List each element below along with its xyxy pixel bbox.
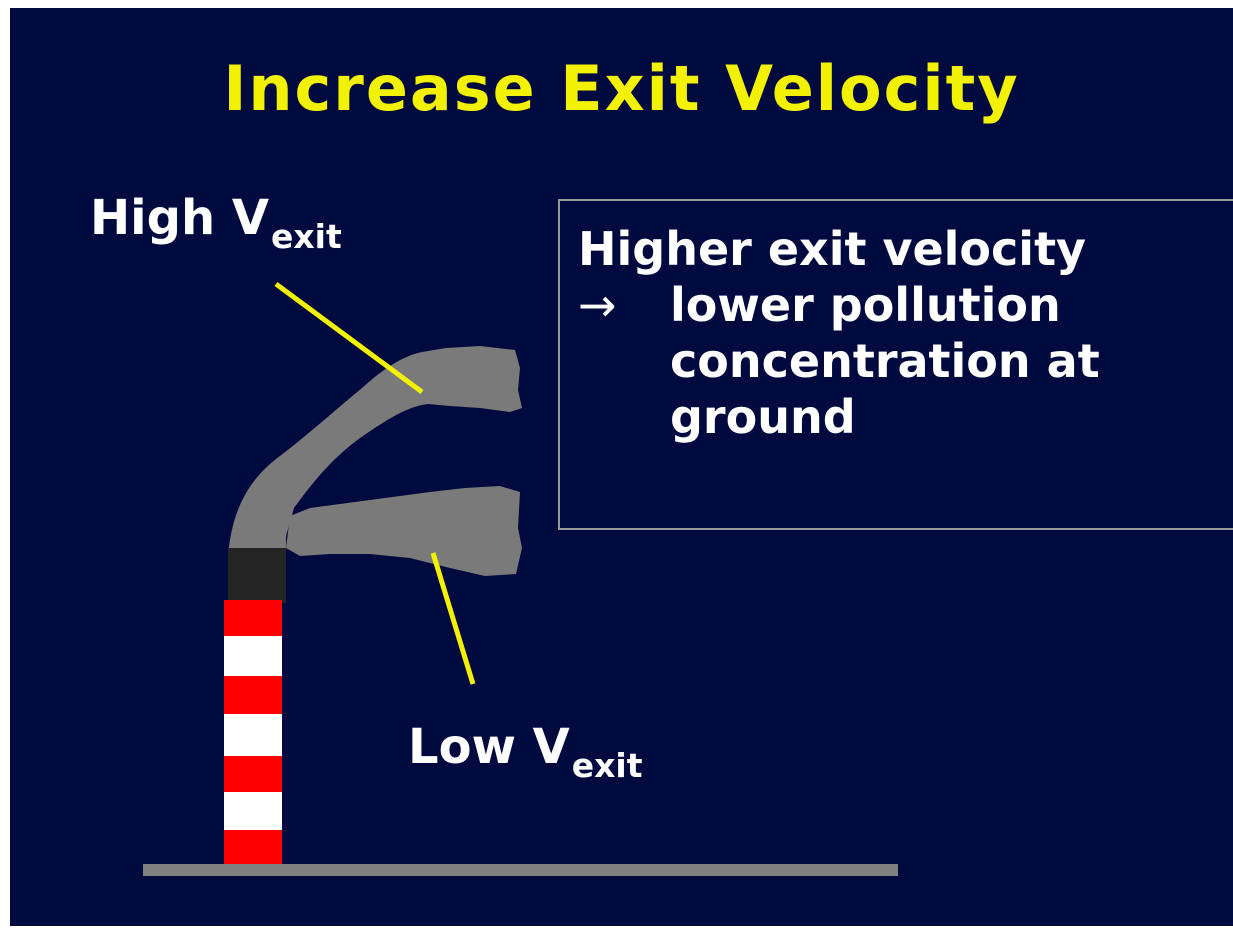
high-velocity-label-subscript: exit	[271, 217, 342, 256]
stack-exit-smoke	[228, 548, 286, 603]
low-velocity-plume	[286, 486, 522, 576]
high-velocity-label-text: High V	[90, 190, 270, 246]
low-velocity-label-text: Low V	[408, 719, 570, 775]
slide: Increase Exit Velocity High Vexit Low Ve…	[10, 8, 1233, 926]
smokestack	[224, 600, 282, 864]
callout-text: Higher exit velocity → lower pollution co…	[578, 221, 1100, 445]
right-arrow-icon: →	[578, 278, 617, 332]
callout-line-4: ground	[670, 390, 856, 444]
slide-title: Increase Exit Velocity	[223, 52, 1020, 125]
low-velocity-label-subscript: exit	[571, 746, 643, 785]
callout-line-1: Higher exit velocity	[578, 222, 1087, 276]
callout-line-2-text: lower pollution	[670, 278, 1061, 332]
high-pointer-line	[274, 281, 424, 395]
callout-line-2: → lower pollution	[578, 277, 1100, 333]
ground-line	[143, 864, 898, 876]
high-velocity-label: High Vexit	[90, 194, 342, 253]
low-pointer-line	[430, 552, 476, 685]
smokestack-diagram	[143, 281, 898, 876]
low-velocity-label: Low Vexit	[408, 723, 643, 782]
callout-line-3: concentration at	[670, 334, 1100, 388]
explanation-callout: Higher exit velocity → lower pollution co…	[558, 199, 1233, 530]
